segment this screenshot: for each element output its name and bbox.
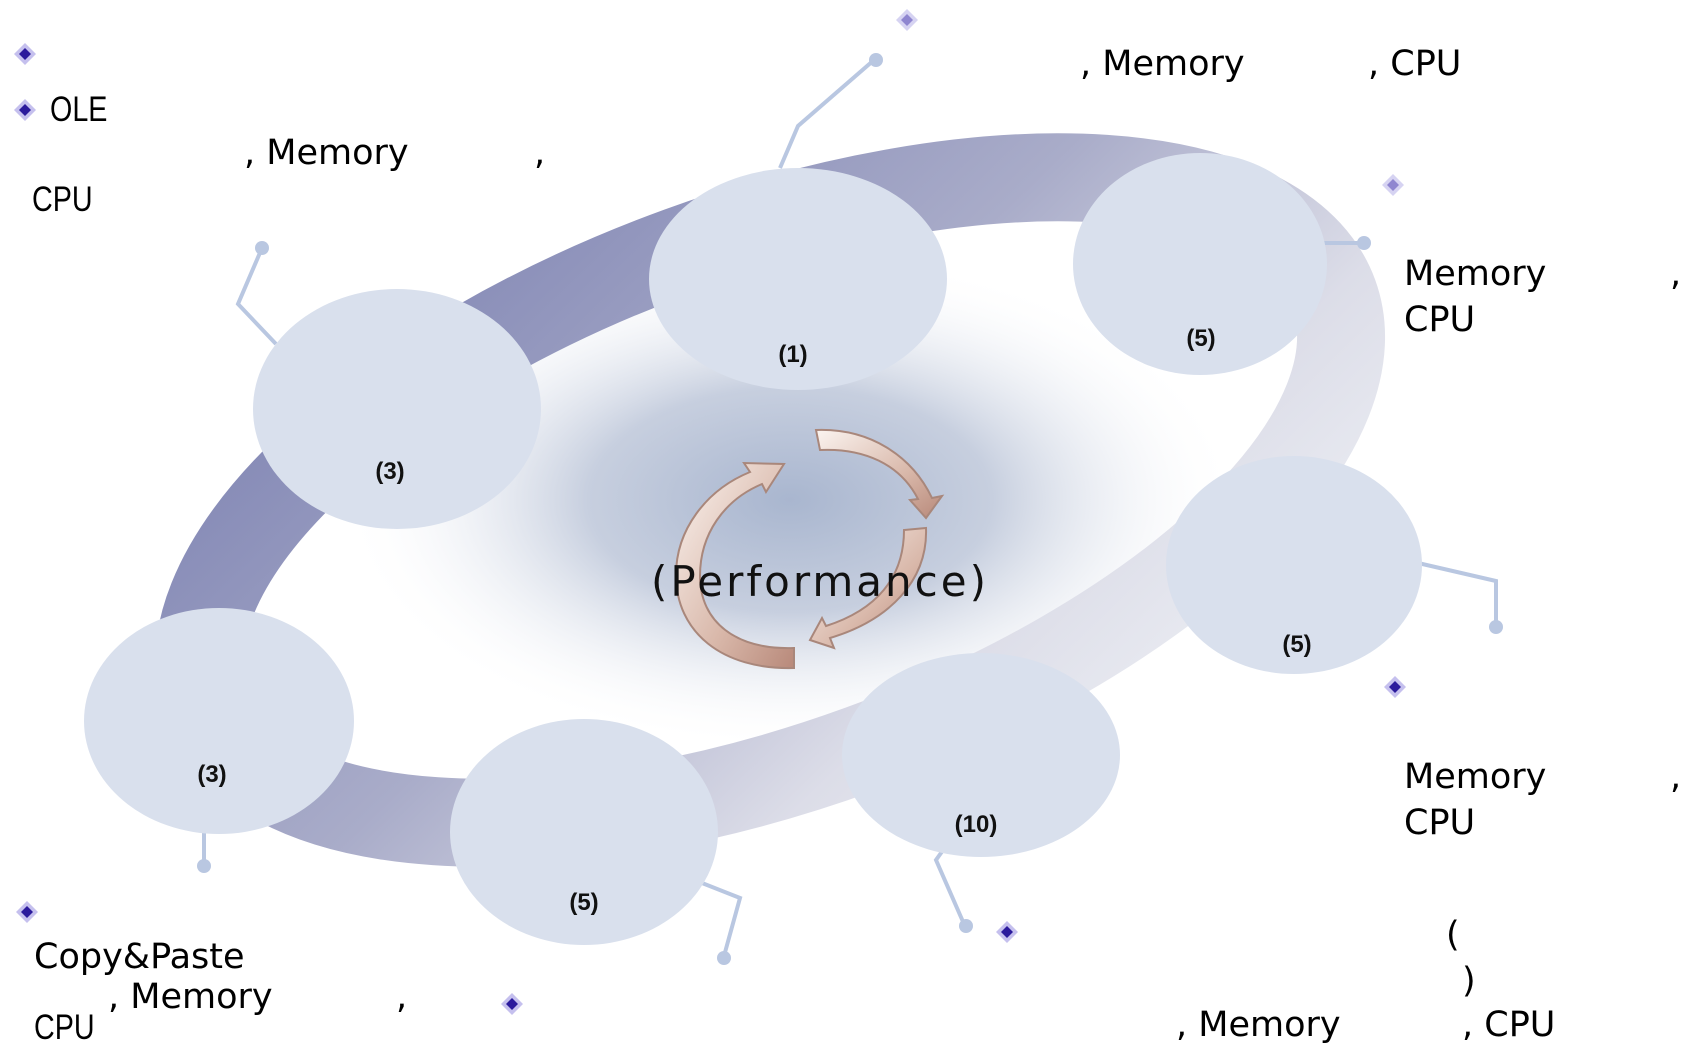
node-5-right-label: (5): [1282, 631, 1311, 658]
connector-dot: [255, 241, 269, 255]
right-upper-cpu: CPU: [1404, 300, 1476, 340]
bottom-right-cpu: , CPU: [1462, 1005, 1556, 1045]
node-3-left: [84, 608, 354, 834]
node-5-top-label: (5): [1186, 325, 1215, 352]
bottom-left-copy-paste: Copy&Paste: [34, 937, 245, 977]
node-3-upper: [253, 289, 541, 529]
top-center-cpu: , CPU: [1368, 44, 1462, 84]
node-1-label: (1): [778, 341, 807, 368]
arrow-right-bottom: [808, 526, 928, 650]
node-5-bottom-label: (5): [569, 889, 598, 916]
right-upper-memory: Memory: [1404, 254, 1547, 294]
node-10-label: (10): [955, 811, 998, 838]
connector-node-3-upper: [235, 247, 278, 346]
bottom-right-paren-open: (: [1446, 915, 1460, 955]
right-lower-cpu: CPU: [1404, 803, 1476, 843]
node-3-left-label: (3): [197, 761, 226, 788]
connector-dot: [197, 859, 211, 873]
node-10: [842, 653, 1120, 857]
connector-dot: [717, 951, 731, 965]
connector-dot: [1357, 236, 1371, 250]
node-5-top: [1073, 153, 1327, 375]
right-lower-comma: ,: [1670, 757, 1682, 797]
node-1: [649, 168, 947, 390]
connector-node-5-bottom: [701, 881, 743, 957]
center-glow: [340, 250, 1240, 750]
connector-dot: [1489, 620, 1503, 634]
top-left-cpu: CPU: [32, 180, 93, 219]
bottom-left-cpu: CPU: [34, 1008, 95, 1047]
connector-dot: [869, 53, 883, 67]
connector-node-10: [933, 844, 966, 925]
bottom-left-memory: , Memory: [108, 977, 273, 1017]
right-upper-comma: ,: [1670, 254, 1682, 294]
top-left-comma: ,: [534, 133, 546, 173]
bottom-right-memory: , Memory: [1176, 1005, 1341, 1045]
arrow-top-right: [814, 428, 945, 520]
bottom-left-comma: ,: [396, 977, 408, 1017]
node-3-upper-label: (3): [375, 458, 404, 485]
arrow-bottom-left: [674, 461, 795, 670]
connector-dot: [959, 919, 973, 933]
top-center-memory: , Memory: [1080, 44, 1245, 84]
top-left-memory: , Memory: [244, 133, 409, 173]
right-lower-memory: Memory: [1404, 757, 1547, 797]
connector-node-1: [778, 58, 876, 169]
top-left-ole: OLE: [50, 90, 108, 129]
connector-node-5-right: [1417, 561, 1498, 625]
cycle-arrows-icon: [674, 428, 945, 670]
bottom-right-paren-close: ): [1462, 961, 1476, 1001]
node-5-right: [1166, 456, 1422, 674]
nodes: [84, 153, 1422, 945]
center-label: (Performance): [651, 557, 989, 606]
node-5-bottom: [450, 719, 718, 945]
